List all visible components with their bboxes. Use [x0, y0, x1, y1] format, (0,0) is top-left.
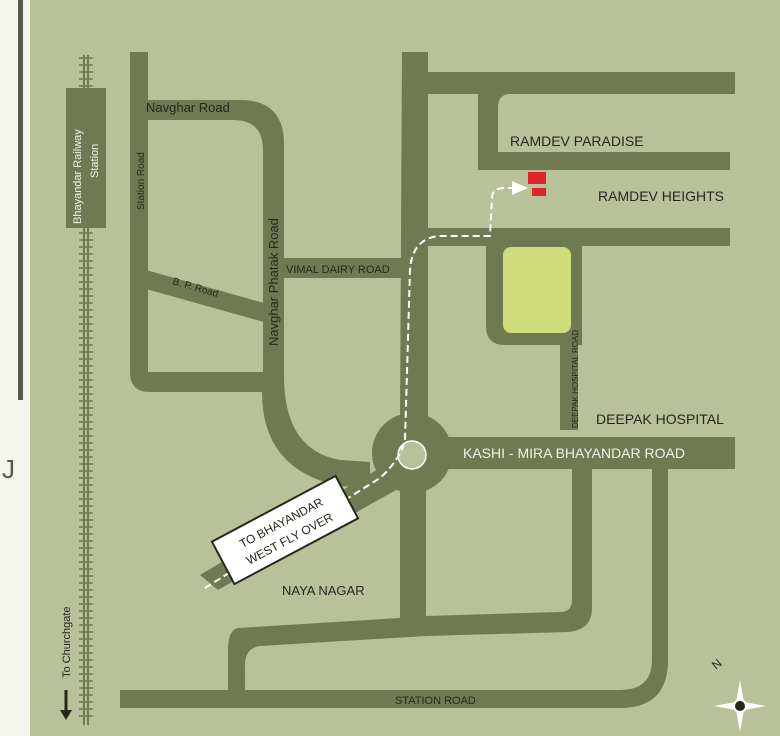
ramdev-heights-road — [425, 228, 730, 430]
ramdev-heights-label: RAMDEV HEIGHTS — [598, 188, 724, 204]
left-edge-bar — [18, 0, 23, 400]
vimal-dairy-road — [282, 258, 410, 278]
ramdev-top-road — [425, 72, 735, 170]
red-building-marker-icon — [528, 172, 546, 196]
railway-station-box — [66, 88, 106, 228]
station-road-bottom-label: STATION ROAD — [395, 695, 476, 707]
station-road-left — [130, 52, 370, 488]
down-arrow-icon — [60, 690, 72, 720]
compass-rose-icon — [714, 680, 766, 732]
to-churchgate-label: To Churchgate — [61, 606, 73, 678]
park-area — [503, 247, 571, 333]
railway-station-label-2: Station — [89, 144, 101, 178]
left-edge-glyph: J — [2, 454, 15, 484]
roundabout-island — [397, 440, 427, 470]
deepak-hospital-label: DEEPAK HOSPITAL — [596, 411, 724, 427]
lower-roads — [228, 469, 592, 690]
bp-road — [146, 270, 264, 322]
flyover-sign: TO BHAYANDAR WEST FLY OVER — [210, 474, 360, 586]
kashi-mira-road-label: KASHI - MIRA BHAYANDAR ROAD — [463, 445, 685, 461]
station-road-vertical-label: Station Road — [136, 152, 147, 210]
south-road — [400, 470, 426, 620]
white-arrow-icon — [512, 181, 528, 195]
route-dashed-line — [204, 187, 516, 589]
navghar-phatak-road-label: Navghar Phatak Road — [266, 218, 281, 346]
vimal-dairy-road-label: VIMAL DAIRY ROAD — [286, 264, 390, 276]
main-north-road — [400, 52, 428, 425]
left-margin — [0, 0, 30, 736]
naya-nagar-label: NAYA NAGAR — [282, 583, 365, 598]
railway-station-label-1: Bhayandar Railway — [72, 129, 84, 224]
deepak-hospital-road-label: DEEPAK HOSPITAL ROAD — [571, 330, 580, 428]
navghar-road-label: Navghar Road — [146, 100, 230, 115]
ramdev-paradise-label: RAMDEV PARADISE — [510, 133, 644, 149]
